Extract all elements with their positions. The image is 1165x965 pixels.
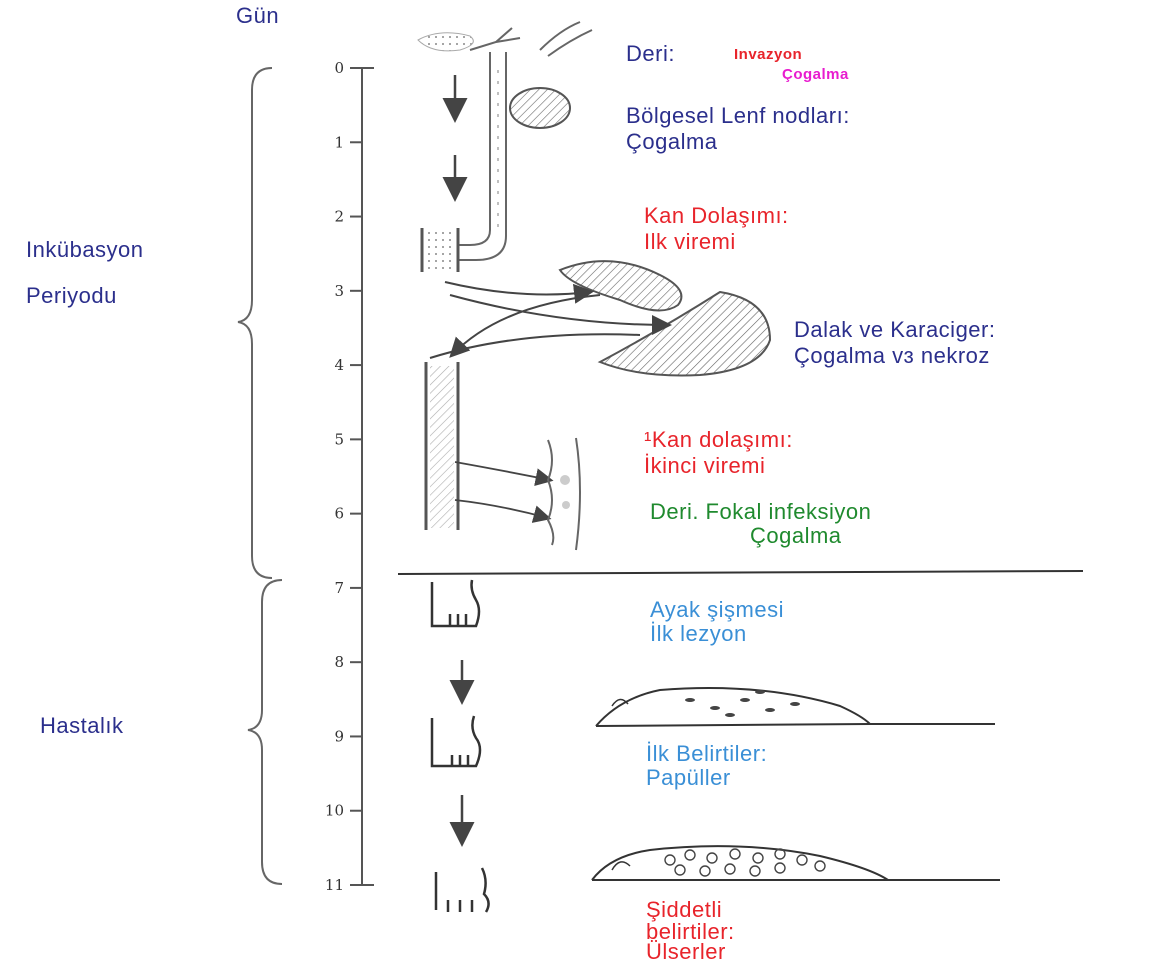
day-tick-label: 6: [334, 505, 344, 523]
secondary-viremia-label-line1: ¹Kan dolaşımı:: [644, 426, 793, 453]
day-tick-label: 9: [334, 727, 344, 745]
day-axis: 0 1 2 3 4 5 6 7 8 9 10 11: [325, 59, 374, 894]
day-tick-label: 7: [334, 579, 344, 597]
foot-swelling-label-line1: Ayak şişmesi: [650, 596, 784, 623]
phase-incubation-line1: Inkübasyon: [26, 236, 144, 263]
day-tick-label: 0: [334, 59, 344, 77]
phase-disease: Hastalık: [40, 712, 123, 739]
day-tick-label: 4: [334, 356, 344, 374]
incubation-brace: [238, 68, 272, 578]
primary-viremia-label-line1: Kan Dolaşımı:: [644, 202, 789, 229]
severe-signs-label-line3: Ülserler: [646, 938, 726, 965]
foot-swelling-illustration: [432, 580, 479, 700]
first-signs-label-line1: İlk Belirtiler:: [646, 740, 767, 767]
lymph-node-label-line2: Çogalma: [626, 128, 718, 155]
primary-viremia-label-line2: Ilk viremi: [644, 228, 736, 255]
spleen-liver-illustration: [430, 261, 770, 375]
day-tick-label: 1: [334, 133, 344, 151]
skin-invasion-label: Invazyon: [734, 46, 802, 64]
day-tick-label: 3: [334, 282, 344, 300]
day-tick-label: 5: [334, 430, 344, 448]
organs-label-line1: Dalak ve Karaciger:: [794, 316, 995, 343]
phase-incubation-line2: Periyodu: [26, 282, 117, 309]
focal-infection-label-line1: Deri. Fokal infeksiyon: [650, 498, 871, 525]
phase-divider-line: [398, 571, 1083, 574]
skin-replication-label: Çogalma: [782, 66, 849, 84]
disease-brace: [248, 580, 282, 884]
lymph-node-label-line1: Bölgesel Lenf nodları:: [626, 102, 850, 129]
first-signs-label-line2: Papüller: [646, 764, 731, 791]
axis-title-day: Gün: [236, 2, 279, 29]
secondary-viremia-label-line2: İkinci viremi: [644, 452, 765, 479]
organs-label-line2: Çogalma vɜ nekroz: [794, 342, 990, 369]
focal-infection-label-line2: Çogalma: [750, 522, 842, 549]
day-tick-label: 2: [334, 208, 344, 226]
day-tick-label: 11: [325, 876, 344, 894]
primary-viremia-illustration: [422, 228, 458, 272]
day-tick-label: 10: [325, 802, 344, 820]
foot-swelling-label-line2: İlk lezyon: [650, 620, 747, 647]
skin-site-label: Deri:: [626, 40, 675, 67]
secondary-viremia-illustration: [426, 362, 580, 550]
lymph-node-illustration: [455, 52, 570, 260]
day-tick-label: 8: [334, 653, 344, 671]
